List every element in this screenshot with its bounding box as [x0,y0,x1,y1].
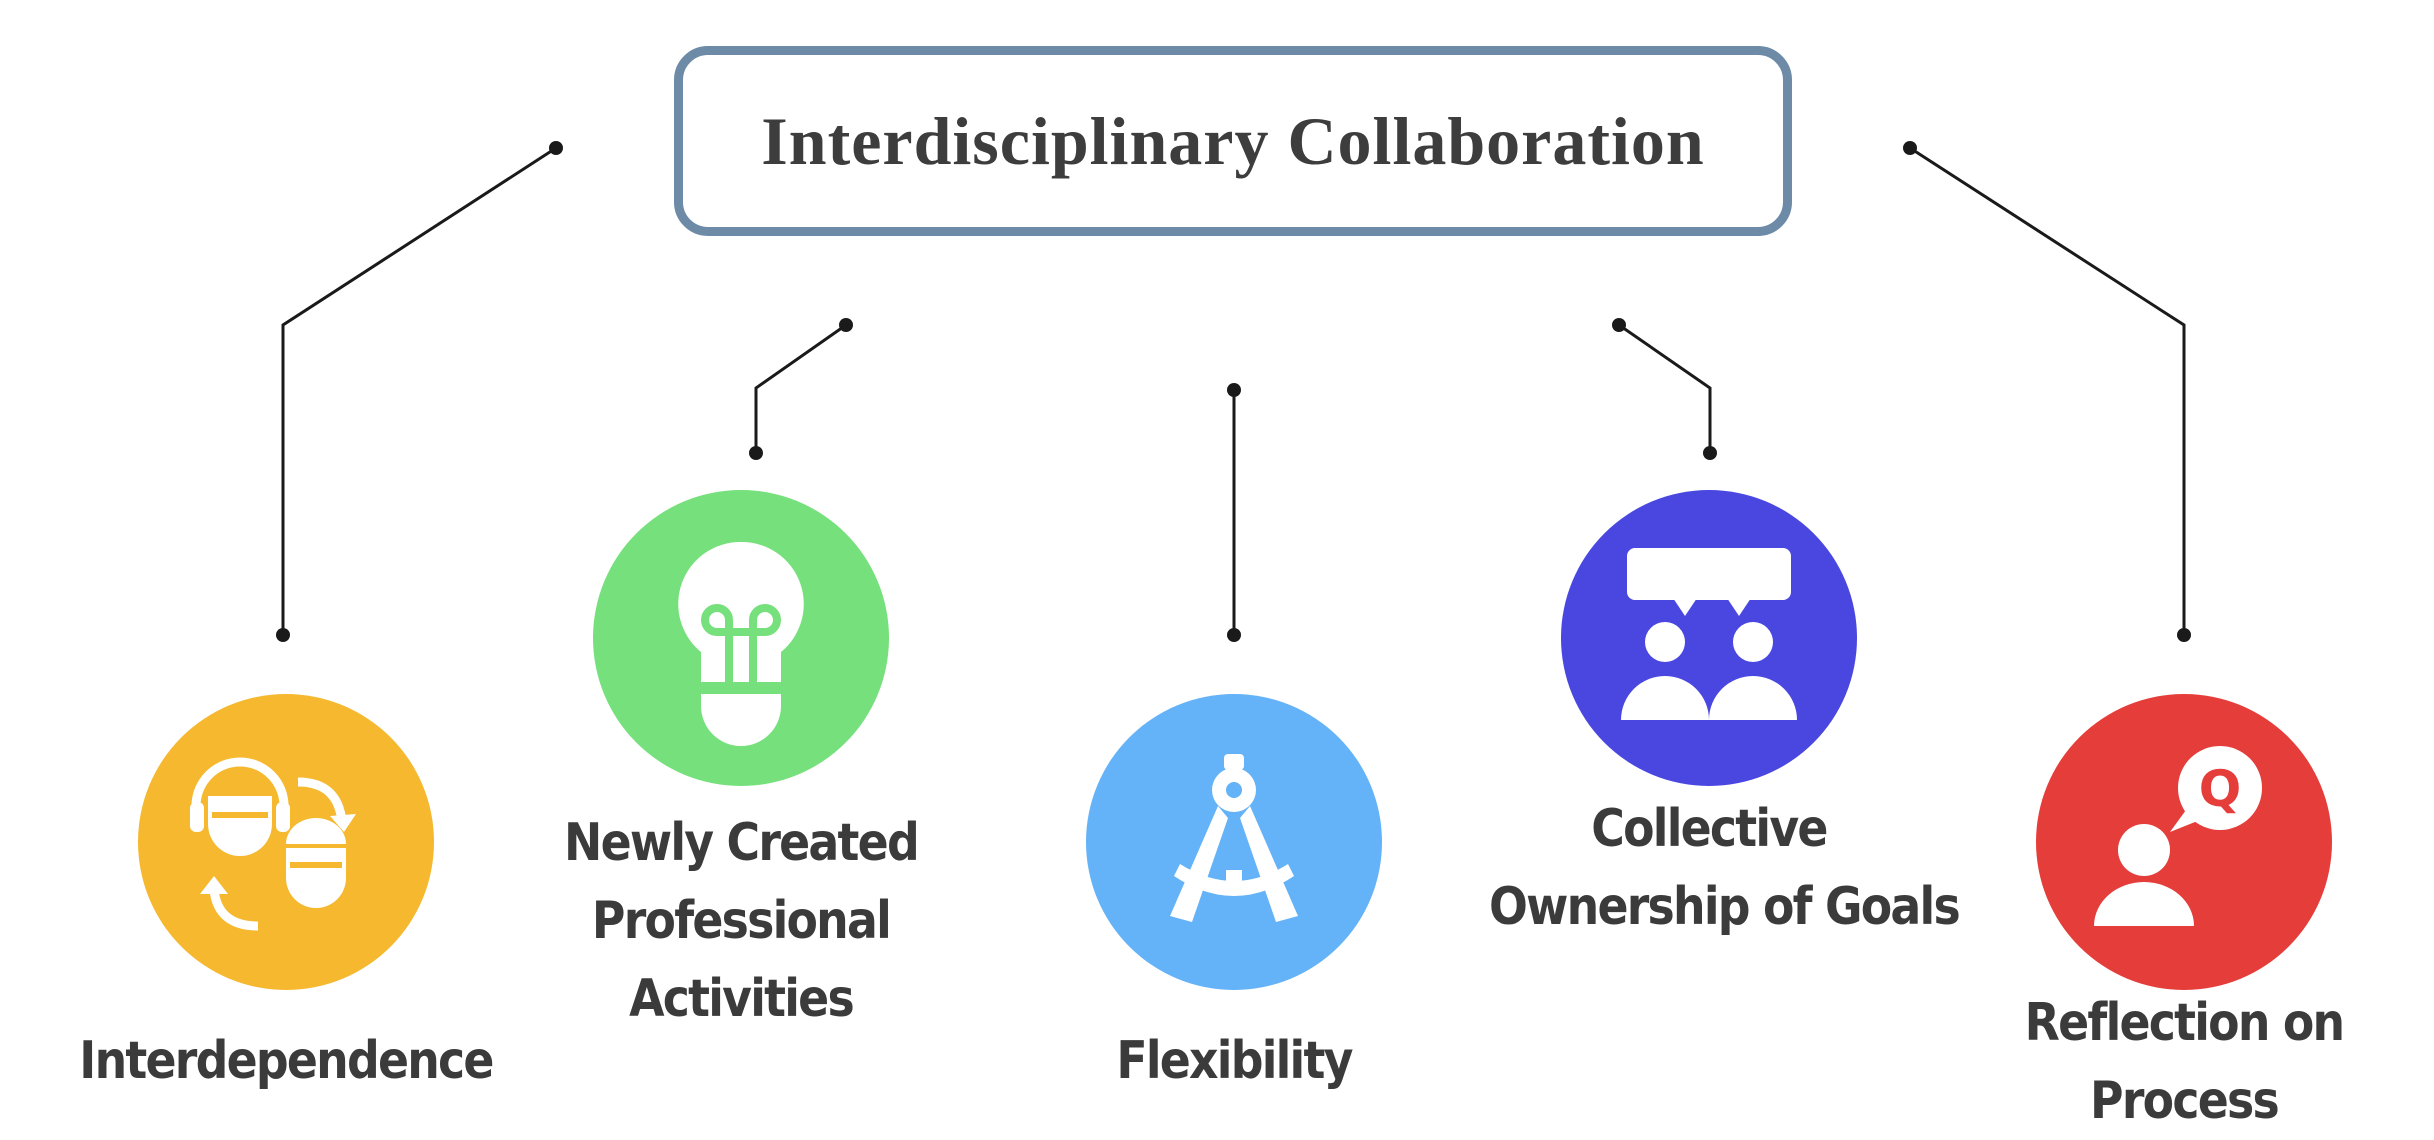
connector-newly-created [754,323,847,453]
connector-dot [749,446,763,460]
node-flexibility-circle [1086,694,1382,990]
compass-icon [1086,694,1382,990]
people-exchange-icon [138,694,434,990]
node-flexibility-label: Flexibility [1116,1031,1353,1091]
question-bubble-icon: Q [2036,694,2332,990]
lightbulb-icon [593,490,889,786]
connector-dot [276,628,290,642]
connector-dot [549,141,563,155]
node-newly-created-label: Newly Created Professional Activities [564,813,920,1029]
connector-dot [1903,141,1917,155]
diagram-title: Interdisciplinary Collaboration [761,102,1705,179]
svg-text:Q: Q [2199,760,2242,818]
connector-dot [1227,628,1241,642]
connector-dot [1227,383,1241,397]
node-newly-created-circle [593,490,889,786]
connector-interdependence [281,146,557,635]
node-interdependence-label: Interdependence [79,1031,494,1091]
connector-reflection [1909,146,2186,635]
connector-dot [1612,318,1626,332]
connector-dot [2177,628,2191,642]
node-collective-label: Collective Ownership of Goals [1489,799,1961,937]
node-reflection-circle: Q [2036,694,2332,990]
title-box: Interdisciplinary Collaboration [674,46,1792,236]
node-reflection-label: Reflection on Process [2024,993,2345,1131]
node-interdependence-circle [138,694,434,990]
node-collective-circle [1561,490,1857,786]
connector-collective [1618,323,1712,453]
connector-dot [1703,446,1717,460]
group-chat-icon [1561,490,1857,786]
connector-dot [839,318,853,332]
